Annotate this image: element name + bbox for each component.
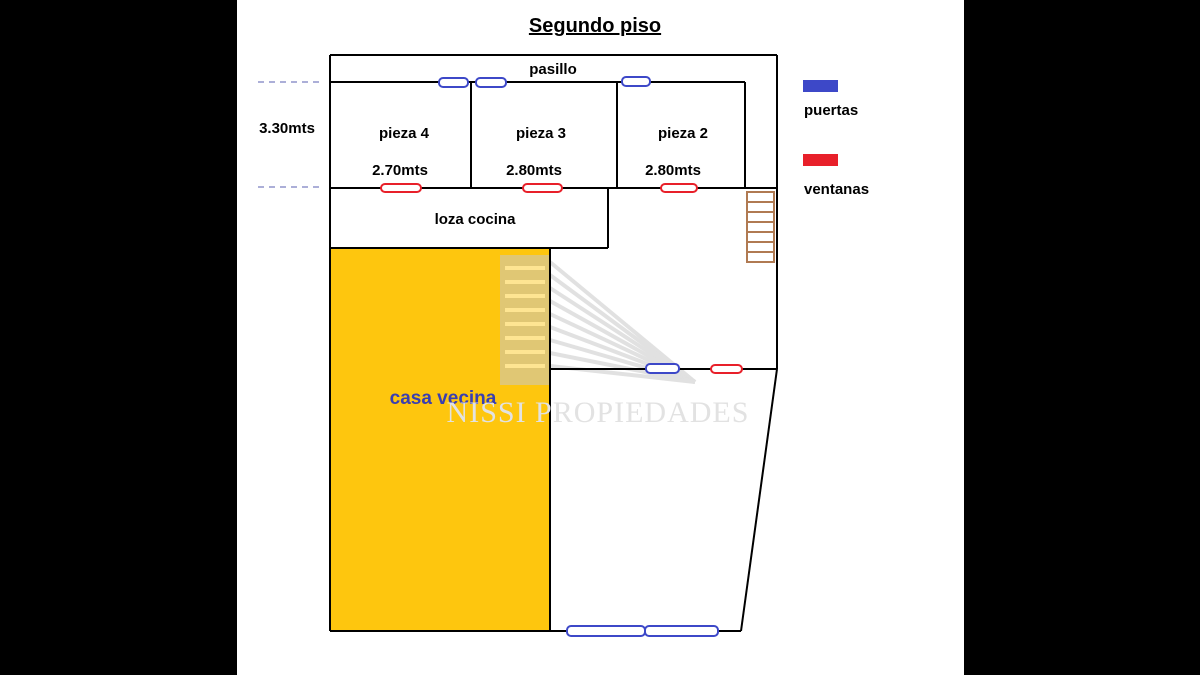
room-label-loza-cocina: loza cocina xyxy=(435,211,517,228)
walls xyxy=(329,54,778,632)
legend-doors-swatch xyxy=(803,80,838,92)
dimension-pieza-2: 2.80mts xyxy=(645,162,701,179)
dimension-pieza-4: 2.70mts xyxy=(372,162,428,179)
stairs xyxy=(746,191,775,263)
doors xyxy=(438,76,719,637)
room-label-pieza-4: pieza 4 xyxy=(379,125,430,142)
room-label-pieza-3: pieza 3 xyxy=(516,125,566,142)
windows xyxy=(380,183,743,374)
watermark-logo xyxy=(500,255,697,385)
page-title: Segundo piso xyxy=(529,15,661,37)
room-label-pasillo: pasillo xyxy=(529,61,577,78)
legend-windows-label: ventanas xyxy=(804,181,869,198)
room-label-casa-vecina: casa vecina xyxy=(390,388,497,409)
legend-doors-label: puertas xyxy=(804,102,858,119)
dimension-pieza-3: 2.80mts xyxy=(506,162,562,179)
floor-plan-canvas: Segundo piso pasillo pieza 4 pieza 3 pie… xyxy=(237,0,964,675)
room-label-pieza-2: pieza 2 xyxy=(658,125,708,142)
dimension-height: 3.30mts xyxy=(259,120,315,137)
watermark-text: NISSI PROPIEDADES xyxy=(447,396,750,429)
legend-windows-swatch xyxy=(803,154,838,166)
